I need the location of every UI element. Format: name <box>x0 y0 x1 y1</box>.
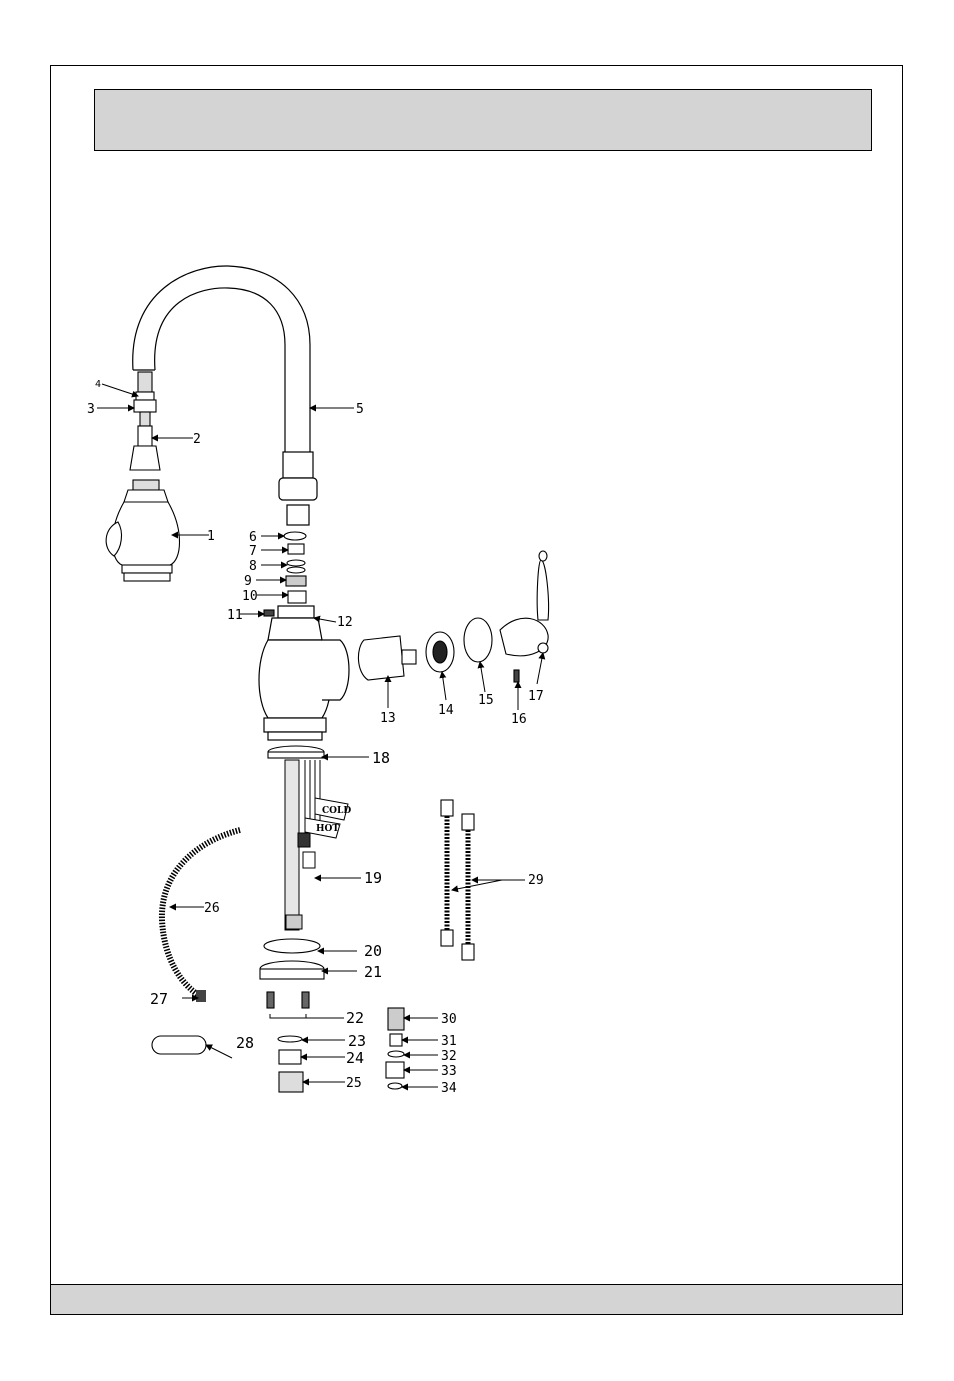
callout-16: 16 <box>511 712 527 727</box>
callout-31: 31 <box>441 1034 457 1049</box>
callout-7: 7 <box>249 544 257 559</box>
callout-21: 21 <box>364 963 382 981</box>
spout-part <box>133 266 317 525</box>
coil-hose-part <box>162 830 240 996</box>
callout-23: 23 <box>348 1032 366 1050</box>
callout-8: 8 <box>249 559 257 574</box>
adapter-parts <box>386 1008 404 1089</box>
callout-9: 9 <box>244 574 252 589</box>
callout-12: 12 <box>337 615 353 630</box>
callout-25: 25 <box>346 1076 362 1091</box>
spray-head-part <box>106 480 179 581</box>
callout-26: 26 <box>204 901 220 916</box>
hot-label: HOT <box>316 824 339 834</box>
callout-15: 15 <box>478 693 494 708</box>
callout-19: 19 <box>364 869 382 887</box>
callout-10: 10 <box>242 589 258 604</box>
hose-clip-part <box>152 1036 206 1054</box>
callout-24: 24 <box>346 1049 364 1067</box>
base-ring-part <box>268 746 324 758</box>
callout-6: 6 <box>249 530 257 545</box>
hose-end-part <box>196 990 206 1002</box>
supply-hoses-part <box>441 800 474 960</box>
callout-33: 33 <box>441 1064 457 1079</box>
callout-22: 22 <box>346 1009 364 1027</box>
handle-assembly-parts <box>358 551 548 682</box>
callout-29: 29 <box>528 873 544 888</box>
callout-34: 34 <box>441 1081 457 1096</box>
callout-1: 1 <box>207 529 215 544</box>
callout-17: 17 <box>528 689 544 704</box>
callout-30: 30 <box>441 1012 457 1027</box>
callout-18: 18 <box>372 749 390 767</box>
callout-5: 5 <box>356 402 364 417</box>
callout-4: 4 <box>95 379 101 390</box>
hose-connector-parts <box>130 372 160 470</box>
callout-2: 2 <box>193 432 201 447</box>
callout-20: 20 <box>364 942 382 960</box>
callout-28: 28 <box>236 1034 254 1052</box>
callout-3: 3 <box>87 402 95 417</box>
faucet-body-part <box>259 606 349 740</box>
callout-14: 14 <box>438 703 454 718</box>
callout-32: 32 <box>441 1049 457 1064</box>
stack-parts <box>264 532 306 616</box>
shank-and-lines <box>285 760 348 930</box>
callout-13: 13 <box>380 711 396 726</box>
cold-label: COLD <box>322 806 351 816</box>
callout-11: 11 <box>227 608 243 623</box>
callout-27: 27 <box>150 990 168 1008</box>
